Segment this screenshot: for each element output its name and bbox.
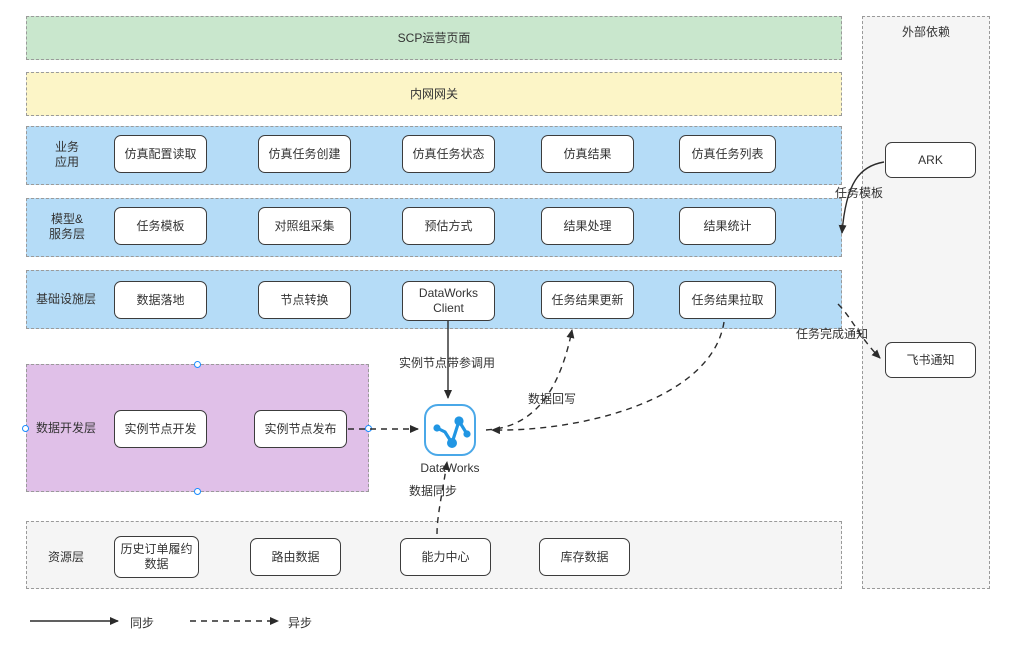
edge-data-writeback: [485, 329, 575, 431]
node-datadev-0[interactable]: 实例节点开发: [114, 410, 207, 448]
edge-task-done-notify: [837, 303, 881, 359]
node-infra-3[interactable]: 任务结果更新: [541, 281, 634, 319]
edge-task-template: [838, 161, 885, 234]
edge-result-pull: [491, 321, 725, 435]
edge-label-task-done-notify: 任务完成通知: [796, 327, 869, 341]
band-business-label: 业务 应用: [54, 140, 79, 169]
node-infra-1[interactable]: 节点转换: [258, 281, 351, 319]
band-scp[interactable]: [26, 16, 842, 60]
node-datadev-1[interactable]: 实例节点发布: [254, 410, 347, 448]
band-gateway-label: 内网网关: [409, 87, 458, 101]
band-datadev-label: 数据开发层: [35, 421, 96, 435]
legend-label-async: 异步: [288, 616, 313, 630]
node-model-4[interactable]: 结果统计: [679, 207, 776, 245]
edge-label-task-template: 任务模板: [835, 186, 884, 200]
node-business-1[interactable]: 仿真任务创建: [258, 135, 351, 173]
dataworks-graph-icon: [433, 416, 471, 448]
node-model-0[interactable]: 任务模板: [114, 207, 207, 245]
selection-handle-bottom[interactable]: [194, 488, 201, 495]
node-business-4[interactable]: 仿真任务列表: [679, 135, 776, 173]
band-gateway[interactable]: [26, 72, 842, 116]
node-resource-2[interactable]: 能力中心: [400, 538, 491, 576]
node-business-0[interactable]: 仿真配置读取: [114, 135, 207, 173]
node-model-3[interactable]: 结果处理: [541, 207, 634, 245]
node-business-3[interactable]: 仿真结果: [541, 135, 634, 173]
dataworks-node[interactable]: [424, 404, 476, 456]
node-infra-2[interactable]: DataWorks Client: [402, 281, 495, 321]
edge-data-sync: [436, 461, 450, 535]
band-model-label: 模型& 服务层: [48, 212, 85, 241]
legend-label-sync: 同步: [130, 616, 155, 630]
band-external-label: 外部依赖: [901, 25, 950, 39]
node-external-ark[interactable]: ARK: [885, 142, 976, 178]
band-scp-label: SCP运营页面: [397, 31, 471, 45]
node-external-feishu[interactable]: 飞书通知: [885, 342, 976, 378]
node-infra-4[interactable]: 任务结果拉取: [679, 281, 776, 319]
node-business-2[interactable]: 仿真任务状态: [402, 135, 495, 173]
selection-handle-top[interactable]: [194, 361, 201, 368]
selection-handle-left[interactable]: [22, 425, 29, 432]
dataworks-caption: DataWorks: [420, 461, 480, 475]
node-infra-0[interactable]: 数据落地: [114, 281, 207, 319]
band-resource-label: 资源层: [47, 550, 84, 564]
edge-label-data-writeback: 数据回写: [528, 392, 577, 406]
node-resource-1[interactable]: 路由数据: [250, 538, 341, 576]
band-external[interactable]: [862, 16, 990, 589]
node-model-2[interactable]: 预估方式: [402, 207, 495, 245]
edge-label-param-call: 实例节点带参调用: [399, 356, 496, 370]
node-resource-3[interactable]: 库存数据: [539, 538, 630, 576]
node-resource-0[interactable]: 历史订单履约 数据: [114, 536, 199, 578]
band-infra-label: 基础设施层: [35, 292, 96, 306]
node-model-1[interactable]: 对照组采集: [258, 207, 351, 245]
edge-label-data-sync: 数据同步: [409, 484, 458, 498]
